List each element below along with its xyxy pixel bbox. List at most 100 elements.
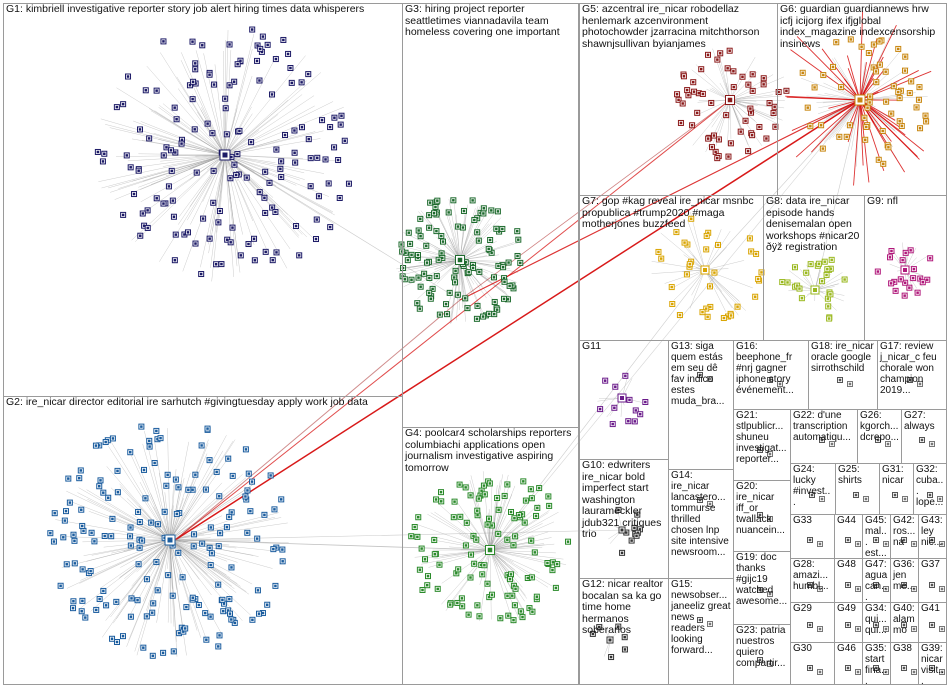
vertex-fill [746, 149, 750, 153]
vertex-fill [758, 513, 762, 517]
vertex-fill [481, 573, 484, 576]
vertex-fill [220, 262, 223, 266]
vertex-fill [72, 600, 75, 603]
vertex-fill [146, 209, 149, 212]
vertex-fill [67, 477, 70, 480]
vertex-fill [460, 605, 464, 608]
vertex-fill [708, 622, 712, 626]
vertex-fill [464, 544, 468, 547]
vertex-fill [555, 562, 559, 566]
vertex-fill [440, 252, 443, 255]
vertex-fill [623, 635, 626, 639]
vertex-fill [940, 627, 944, 631]
vertex-fill [172, 215, 176, 218]
vertex-fill [236, 62, 239, 66]
vertex-fill [551, 568, 554, 572]
vertex-fill [121, 634, 125, 638]
vertex-fill [239, 254, 243, 257]
vertex-fill [699, 67, 703, 71]
vertex-fill [255, 59, 259, 63]
edge [692, 99, 731, 146]
group-label-g30: G30 [793, 643, 812, 654]
group-label-g7: G7: gop #kag reveal ire_nicar msnbc prop… [582, 195, 754, 230]
edge [169, 450, 224, 541]
vertex-fill [617, 508, 620, 512]
edge [224, 154, 297, 186]
vertex-fill [328, 125, 332, 129]
vertex-fill [829, 267, 833, 270]
vertex-fill [480, 489, 483, 492]
vertex-fill [820, 438, 824, 442]
edge [822, 99, 861, 104]
edge [417, 259, 461, 300]
vertex-fill [704, 307, 708, 310]
vertex-fill [102, 491, 105, 494]
vertex-fill [801, 71, 804, 75]
vertex-fill [191, 80, 195, 84]
vertex-fill [926, 278, 929, 281]
vertex-fill [193, 128, 196, 131]
vertex-fill [177, 486, 180, 489]
edge [160, 154, 226, 162]
edge [119, 539, 171, 578]
edge [100, 118, 226, 156]
vertex-fill [888, 256, 892, 259]
vertex-fill [754, 252, 758, 256]
vertex-fill [874, 583, 878, 587]
group-label-g49: G49 [837, 603, 856, 614]
vertex-fill [230, 511, 233, 514]
vertex-fill [448, 603, 452, 606]
group-label-g10: G10: edwriters ire_nicar bold imperfect … [582, 459, 662, 540]
vertex-fill [80, 508, 83, 511]
edge [489, 549, 514, 624]
vertex-fill [928, 493, 932, 497]
vertex-fill [121, 213, 125, 217]
vertex-fill [456, 601, 459, 605]
group-label-g12: G12: nicar realtor bocalan sa ka go time… [582, 578, 664, 636]
vertex-fill [466, 306, 469, 310]
vertex-fill [780, 280, 784, 284]
vertex-fill [713, 271, 716, 274]
vertex-fill [432, 211, 436, 215]
group-panel-g12: G12: nicar realtor bocalan sa ka go time… [579, 578, 669, 685]
vertex-fill [804, 271, 808, 274]
vertex-fill [903, 69, 907, 72]
vertex-fill [868, 101, 871, 104]
vertex-fill [290, 81, 294, 85]
vertex-fill [912, 542, 916, 546]
vertex-fill [706, 315, 709, 319]
vertex-fill [818, 627, 822, 631]
edge [61, 539, 171, 568]
vertex-fill [786, 281, 789, 284]
vertex-fill [428, 276, 431, 280]
vertex-fill [710, 145, 714, 149]
vertex-fill [918, 126, 922, 130]
vertex-fill [109, 534, 113, 538]
vertex-fill [68, 501, 72, 504]
vertex-fill [768, 592, 772, 596]
group-label-g40: G40: alam mo [893, 603, 915, 636]
vertex-fill [403, 278, 407, 281]
vertex-fill [701, 92, 705, 96]
vertex-fill [475, 231, 479, 234]
edge [459, 240, 497, 261]
vertex-fill [477, 239, 481, 242]
edge [441, 549, 491, 605]
vertex-fill [286, 52, 290, 56]
vertex-fill [434, 205, 437, 209]
vertex-fill [899, 278, 903, 281]
vertex-fill [521, 615, 524, 619]
vertex-fill [476, 509, 479, 512]
vertex-fill [343, 139, 347, 142]
vertex-fill [469, 576, 472, 579]
vertex-fill [192, 533, 196, 536]
vertex-fill [928, 257, 932, 260]
edge [704, 269, 740, 307]
edge [814, 276, 847, 291]
vertex-fill [148, 439, 151, 443]
vertex-fill [232, 80, 236, 83]
vertex-fill [708, 377, 712, 381]
vertex-fill [230, 566, 233, 569]
vertex-fill [495, 308, 499, 311]
edge [224, 154, 243, 235]
